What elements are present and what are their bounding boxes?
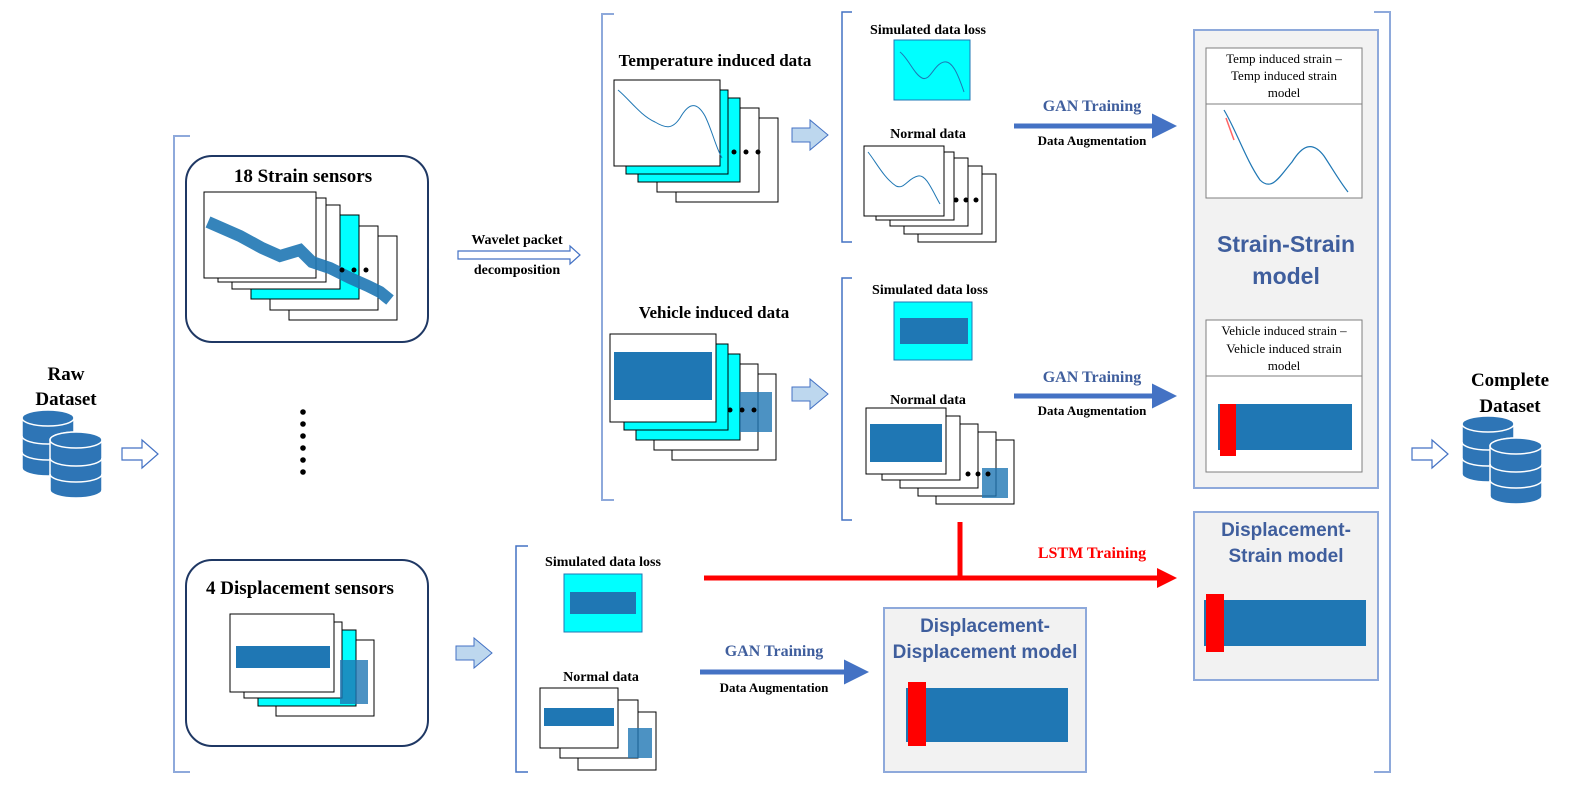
temperature-bracket [841,11,852,243]
vehicle-data-stack [609,333,777,461]
sim-loss-vehicle-thumbnail [893,301,973,361]
sim-loss-displacement-label: Simulated data loss [545,555,661,570]
sim-loss-vehicle-label: Simulated data loss [872,283,988,298]
normal-vehicle-stack [865,407,1015,505]
normal-displacement-stack [539,687,657,771]
gan-training-vehicle-label: GAN Training [1043,369,1142,386]
sim-loss-displacement-thumbnail [563,573,643,633]
vehicle-strain-submodel [1205,319,1363,473]
raw-to-sensors-arrow [121,438,159,470]
wavelet-label-2: decomposition [474,263,561,278]
augmentation-temperature-label: Data Augmentation [1038,133,1147,148]
raw-dataset-label-1: Raw [48,364,85,385]
displacement-displacement-title-1: Displacement- [920,616,1050,637]
temp-submodel-line-3: model [1268,85,1301,100]
normal-vehicle-label: Normal data [890,393,966,408]
wavelet-label-1: Wavelet packet [471,233,563,248]
displacement-strain-signal [1204,594,1366,652]
normal-displacement-label: Normal data [563,670,639,685]
temperature-to-normal-arrow [791,118,829,152]
displacement-sensors-label: 4 Displacement sensors [206,578,394,599]
strain-sensor-stack [203,191,398,321]
strain-strain-title-2: model [1252,263,1320,289]
sensors-bracket [173,135,190,773]
displacement-displacement-title-2: Displacement model [893,642,1078,663]
more-sensors-dots [300,409,306,475]
gan-training-displacement-label: GAN Training [725,643,824,660]
temp-submodel-line-2: Temp induced strain [1231,68,1337,83]
displacement-strain-title-2: Strain model [1228,546,1343,567]
models-bracket [1374,11,1391,773]
displacement-to-data-arrow [455,636,493,670]
temp-submodel-line-1: Temp induced strain – [1226,51,1342,66]
decomposed-bracket [601,13,614,501]
complete-database-icon [1461,415,1543,505]
strain-strain-title-1: Strain-Strain [1217,231,1355,257]
temperature-data-stack [613,79,779,203]
strain-sensors-label: 18 Strain sensors [234,166,372,187]
complete-dataset-label-1: Complete [1471,370,1549,391]
vehicle-to-normal-arrow [791,377,829,411]
vehicle-bracket [841,277,852,521]
augmentation-vehicle-label: Data Augmentation [1038,403,1147,418]
sim-loss-temperature-thumbnail [893,39,971,101]
database-icon [21,409,103,499]
displacement-displacement-signal [906,682,1068,746]
vehicle-data-label: Vehicle induced data [639,303,790,322]
complete-dataset-label-2: Dataset [1479,396,1541,417]
displacement-strain-model-box [1193,511,1379,681]
normal-temperature-stack [863,145,997,243]
sim-loss-temperature-label: Simulated data loss [870,23,986,38]
displacement-bracket [515,545,528,773]
models-to-complete-arrow [1411,438,1449,470]
temp-strain-submodel [1205,47,1363,199]
vehicle-submodel-line-1: Vehicle induced strain – [1221,323,1347,338]
displacement-strain-title-1: Displacement- [1221,520,1351,541]
raw-dataset-label-2: Dataset [35,389,97,410]
wavelet-arrow [457,244,581,266]
lstm-training-label: LSTM Training [1038,545,1146,562]
temperature-data-label: Temperature induced data [619,51,812,70]
gan-training-temperature-label: GAN Training [1043,98,1142,115]
vehicle-submodel-line-2: Vehicle induced strain [1226,341,1342,356]
normal-temperature-label: Normal data [890,127,966,142]
vehicle-submodel-line-3: model [1268,358,1301,373]
augmentation-displacement-label: Data Augmentation [720,680,829,695]
displacement-sensor-stack [229,613,375,717]
